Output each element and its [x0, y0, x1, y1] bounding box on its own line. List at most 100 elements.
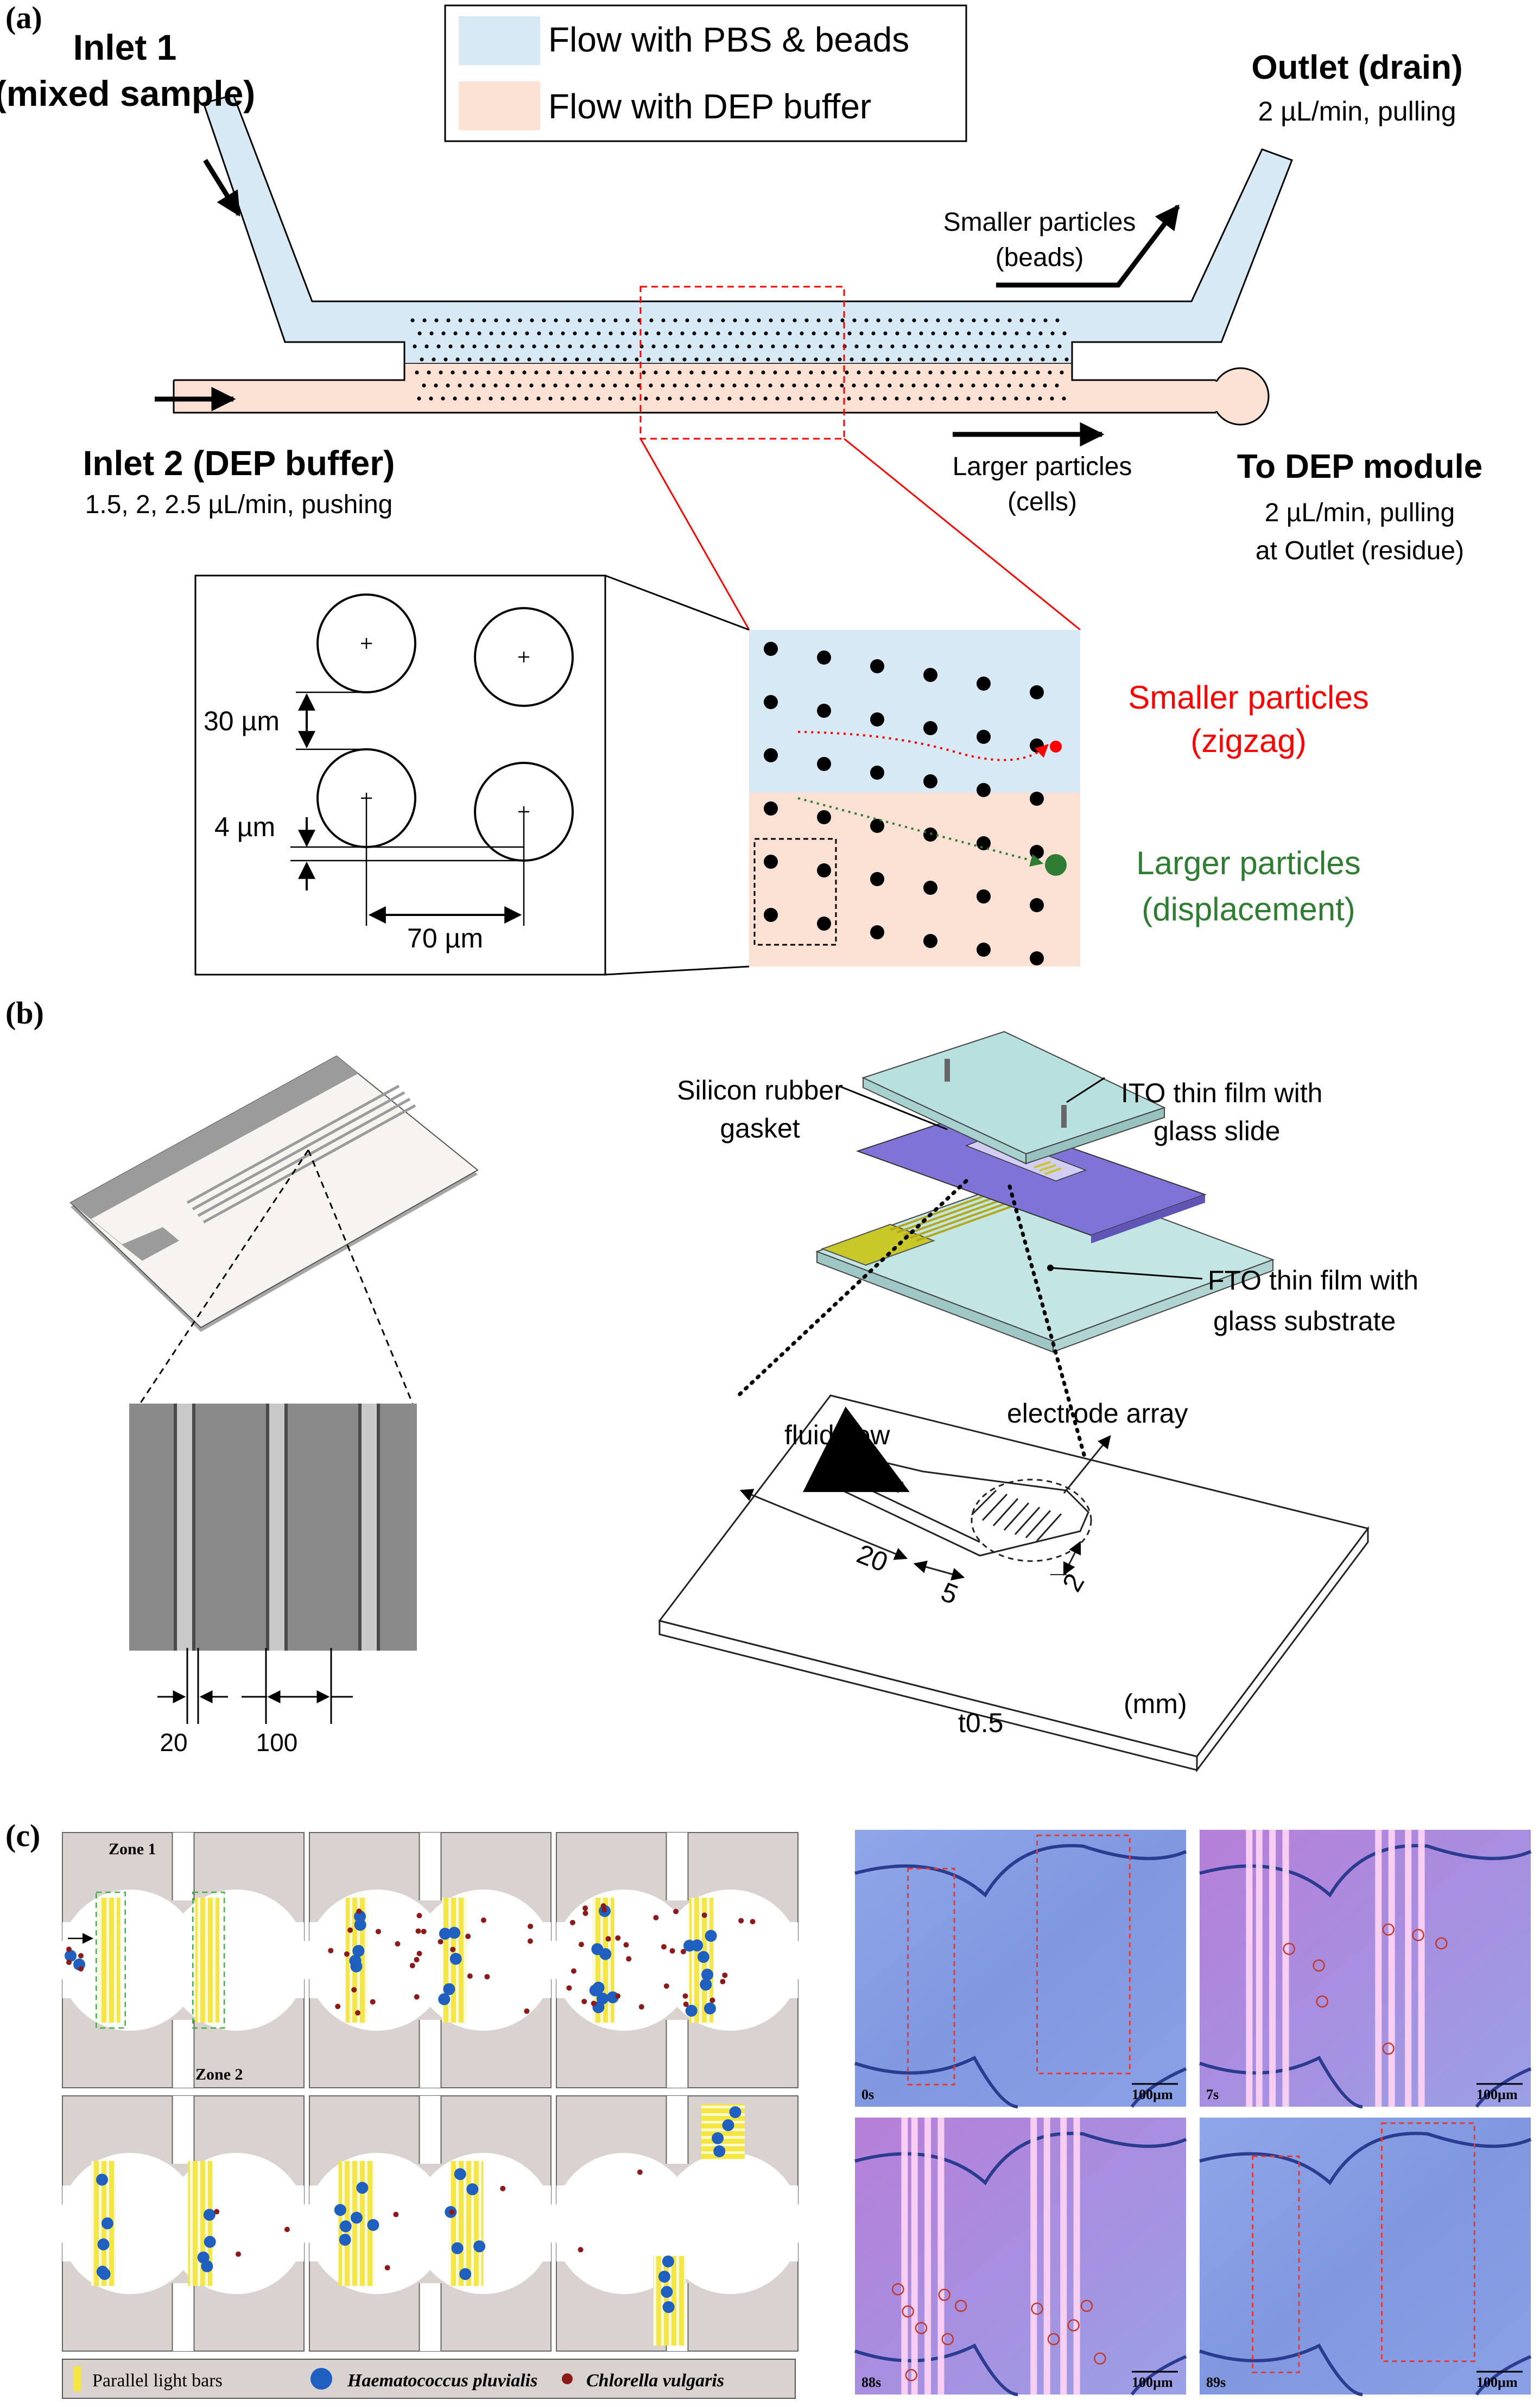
pillar-dot	[761, 370, 765, 375]
pillar-dot	[537, 331, 541, 336]
pillar-dot	[706, 357, 711, 362]
pillar-dot	[888, 383, 892, 388]
flow-electrode-array	[971, 1489, 1062, 1542]
haematococcus-cell	[339, 2233, 351, 2246]
pillar-dot	[952, 370, 956, 375]
chlorella-cell	[683, 2001, 689, 2007]
pillar-dot	[566, 318, 570, 323]
pillar-dot	[771, 344, 775, 349]
haematococcus-cell	[339, 2220, 352, 2233]
zoom-pillar-dot	[870, 872, 884, 886]
pillar-dot	[1062, 396, 1066, 401]
pillar-dot	[936, 318, 940, 323]
chamber-step-2	[306, 1832, 554, 2088]
pillar-dot	[443, 357, 448, 362]
pillar-dot	[828, 318, 833, 323]
pillar-dot	[1019, 383, 1023, 388]
pillar-dot	[489, 396, 493, 401]
panel-c-label: (c)	[5, 1818, 40, 1853]
ito-port-2	[1061, 1105, 1067, 1128]
pillar-dot	[713, 370, 718, 375]
pillar-dot	[556, 344, 560, 349]
legend-swatch-dep	[459, 81, 540, 130]
pillar-dot	[866, 344, 871, 349]
pillar-dot	[512, 396, 517, 401]
chlorella-cell	[214, 2209, 220, 2215]
pillar-dot	[981, 357, 985, 362]
pillar-dot	[792, 383, 796, 388]
chip-isometric	[69, 1055, 479, 1404]
pillar-dot	[608, 396, 612, 401]
pillar-dot	[935, 383, 940, 388]
pillar-dot	[783, 344, 787, 349]
pillar-dot	[529, 383, 534, 388]
outlet-title: Outlet (drain)	[1251, 49, 1462, 86]
haematococcus-cell	[701, 1968, 714, 1981]
pillar-dot	[871, 331, 876, 336]
pillar-dot	[728, 331, 732, 336]
pillar-dot	[668, 396, 672, 401]
haematococcus-cell	[356, 2182, 369, 2194]
tracked-cell-marker	[1094, 2352, 1106, 2365]
pillar-dot	[429, 331, 434, 336]
pillar-dot	[517, 383, 522, 388]
zoom-pillar-dot	[923, 668, 937, 682]
larger-cells-line1: Larger particles	[953, 452, 1132, 481]
zoom-pillar-dot	[1030, 845, 1044, 859]
chlorella-cell	[701, 1912, 707, 1918]
pillar-dot	[704, 331, 708, 336]
pillar-dot	[969, 357, 973, 362]
pillar-dot	[582, 370, 586, 375]
pillar-dot	[933, 357, 937, 362]
zoom-pillar-dot	[1030, 898, 1044, 912]
pillar-dot	[470, 383, 474, 388]
pillar-dot	[976, 370, 980, 375]
pillar-dot	[871, 396, 875, 401]
tracked-cell-marker	[1313, 1959, 1325, 1972]
light-bar	[1418, 1830, 1425, 2107]
pillar-dot	[859, 396, 863, 401]
haematococcus-cell	[96, 2174, 108, 2186]
pillar-dot	[410, 318, 415, 323]
pillar-dot	[1015, 331, 1019, 336]
pillar-dot	[947, 383, 952, 388]
pillar-dot	[632, 396, 636, 401]
haematococcus-cell	[700, 1979, 712, 1991]
pillar-dot	[1017, 357, 1021, 362]
pillar-dot	[642, 370, 646, 375]
haematococcus-cell	[439, 1928, 451, 1940]
pillar-dot	[644, 396, 648, 401]
haematococcus-cell	[349, 1955, 362, 1967]
pillar-dot	[821, 370, 825, 375]
pillar-dot	[757, 318, 761, 323]
zoom-pbs-region	[749, 630, 1080, 793]
haematococcus-cell	[597, 1992, 609, 2005]
pillar-dot	[788, 331, 792, 336]
pillar-dot	[647, 357, 651, 362]
chlorella-cell	[673, 1909, 679, 1915]
zoom-pillar-dot	[817, 650, 831, 665]
haematococcus-cell	[204, 2235, 216, 2248]
tracked-cell-marker	[1382, 2042, 1395, 2055]
light-bar	[1073, 2118, 1080, 2395]
pillar-dot	[530, 318, 534, 323]
zoom-unit-cell-box	[753, 838, 837, 946]
pillar-dot	[823, 396, 827, 401]
zigzag-path-arrow	[797, 731, 1049, 761]
haematococcus-cell	[449, 1953, 462, 1965]
fto-line1: FTO thin film with	[1208, 1265, 1418, 1296]
pillar-dot	[1031, 318, 1036, 323]
pillar-dot	[923, 383, 928, 388]
tracked-cell-marker	[938, 2289, 950, 2301]
pillar-dot	[995, 383, 999, 388]
panel-a-legend: Flow with PBS & beads Flow with DEP buff…	[444, 4, 967, 142]
chlorella-cell	[524, 2008, 530, 2014]
pillar-dot	[993, 357, 997, 362]
pillar-dot	[513, 331, 517, 336]
pillar-dot	[1026, 396, 1030, 401]
pillar-dot	[768, 383, 772, 388]
chlorella-cell	[415, 1928, 421, 1934]
chlorella-cell	[449, 2209, 455, 2215]
pillar-dot	[493, 383, 498, 388]
